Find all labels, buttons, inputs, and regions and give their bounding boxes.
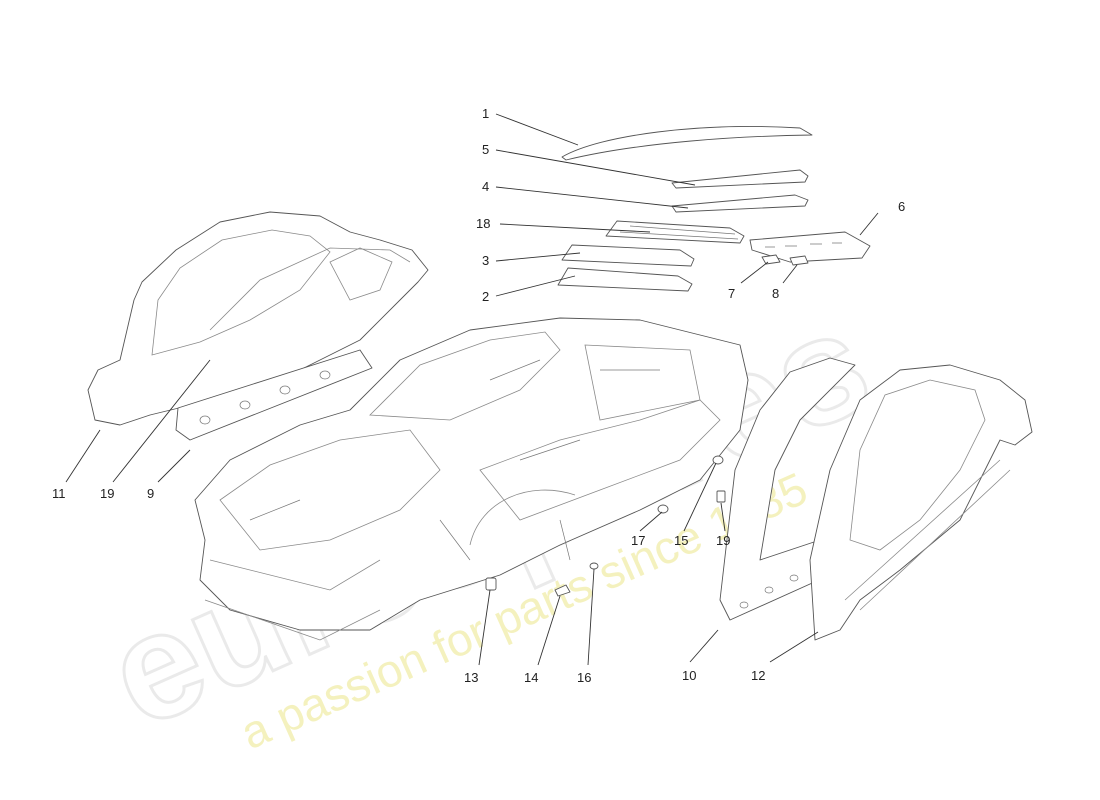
- callout-5: 5: [482, 142, 489, 157]
- leader-4: [495, 186, 689, 209]
- leader-2: [495, 275, 576, 297]
- callout-17: 17: [631, 533, 645, 548]
- callout-12: 12: [751, 668, 765, 683]
- header-bracket-right: [789, 255, 809, 266]
- callout-19-left: 19: [100, 486, 114, 501]
- callout-3: 3: [482, 253, 489, 268]
- windshield-frame: [369, 331, 561, 421]
- body-shell-outline: [194, 317, 749, 631]
- callout-10: 10: [682, 668, 696, 683]
- plug-19-right: [716, 490, 726, 503]
- callout-14: 14: [524, 670, 538, 685]
- leader-16: [587, 568, 595, 666]
- leader-18: [499, 223, 651, 233]
- leader-lines: [65, 113, 879, 666]
- callout-1: 1: [482, 106, 489, 121]
- rear-header-panel: [749, 231, 871, 263]
- right-door-opening: [849, 379, 986, 551]
- roof-panel-assembly: [557, 126, 871, 292]
- leader-8: [782, 264, 798, 284]
- callout-19-right: 19: [716, 533, 730, 548]
- callout-11: 11: [52, 486, 66, 501]
- left-door-opening: [151, 229, 331, 356]
- leader-19a: [112, 359, 211, 483]
- body-shell-detail-lines: [249, 359, 660, 561]
- right-inner-pillar-holes: [739, 574, 799, 609]
- roof-reinforcement: [605, 220, 745, 244]
- leader-13: [478, 589, 491, 666]
- callout-4: 4: [482, 179, 489, 194]
- roof-inner-panel: [557, 267, 693, 292]
- header-bracket-left: [761, 254, 781, 265]
- roof-panel: [561, 126, 813, 161]
- callout-6: 6: [898, 199, 905, 214]
- left-sill-holes: [199, 370, 331, 425]
- rear-header-holes: [765, 242, 842, 248]
- leader-11: [65, 429, 101, 483]
- plug-15: [712, 455, 724, 465]
- callout-16: 16: [577, 670, 591, 685]
- plug-17: [657, 504, 669, 514]
- small-plugs: [485, 455, 726, 597]
- left-sill-reinforcement: [175, 349, 373, 441]
- left-a-pillar-inner: [209, 247, 411, 331]
- callout-8: 8: [772, 286, 779, 301]
- leader-7: [740, 261, 769, 284]
- cabin-floor: [479, 399, 721, 521]
- right-sill: [844, 459, 1011, 611]
- leader-14: [537, 595, 561, 666]
- callout-13: 13: [464, 670, 478, 685]
- callout-labels: 1 5 4 18 3 2 6 7 8 11 19 9 17 15 19 13 1…: [52, 106, 905, 685]
- leader-17: [639, 511, 663, 532]
- leader-19b: [720, 502, 726, 532]
- callout-2: 2: [482, 289, 489, 304]
- leader-15: [683, 462, 717, 532]
- leader-5: [495, 149, 696, 186]
- leader-1: [495, 113, 579, 146]
- engine-bay: [219, 429, 441, 551]
- left-body-side-frame: [87, 211, 429, 441]
- roof-front-crossmember: [671, 169, 809, 189]
- leader-10: [689, 629, 719, 663]
- leader-6: [859, 212, 879, 236]
- roof-bow-panel: [561, 244, 695, 267]
- roof-rear-crossmember: [671, 194, 809, 213]
- rear-bulkhead: [584, 344, 701, 421]
- callout-15: 15: [674, 533, 688, 548]
- leader-9: [157, 449, 191, 483]
- front-crossmember: [204, 559, 381, 641]
- leader-3: [495, 252, 581, 262]
- callout-18: 18: [476, 216, 490, 231]
- plug-16: [589, 562, 599, 570]
- right-body-side-frame: [719, 357, 1033, 641]
- plug-14: [554, 584, 571, 597]
- central-body-shell: [194, 317, 749, 641]
- leader-12: [769, 631, 819, 663]
- roof-reinforcement-ribs: [619, 225, 739, 240]
- front-wheel-arch: [469, 489, 576, 546]
- right-body-side-outer: [809, 364, 1033, 641]
- callout-9: 9: [147, 486, 154, 501]
- plug-13: [485, 577, 497, 591]
- left-rear-window-opening: [329, 247, 393, 301]
- callout-7: 7: [728, 286, 735, 301]
